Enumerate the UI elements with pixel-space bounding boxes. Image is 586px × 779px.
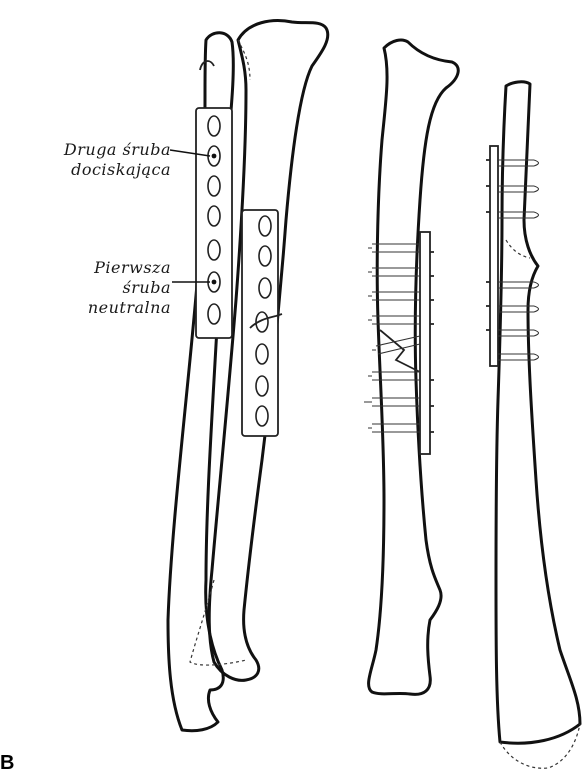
panel-letter: B bbox=[0, 752, 14, 775]
bone-3 bbox=[369, 40, 459, 694]
label-first-screw-line2: śruba bbox=[88, 278, 171, 298]
plate-b bbox=[242, 210, 282, 436]
label-second-screw-line2: dociskająca bbox=[64, 160, 171, 180]
label-first-screw: Pierwsza śruba neutralna bbox=[88, 258, 171, 318]
plate-c bbox=[364, 232, 434, 454]
bone-4 bbox=[496, 82, 580, 768]
label-first-screw-line3: neutralna bbox=[88, 298, 171, 318]
plate-a bbox=[196, 108, 232, 338]
label-first-screw-line1: Pierwsza bbox=[88, 258, 171, 278]
label-second-screw: Druga śruba dociskająca bbox=[64, 140, 171, 180]
label-second-screw-line1: Druga śruba bbox=[64, 140, 171, 160]
